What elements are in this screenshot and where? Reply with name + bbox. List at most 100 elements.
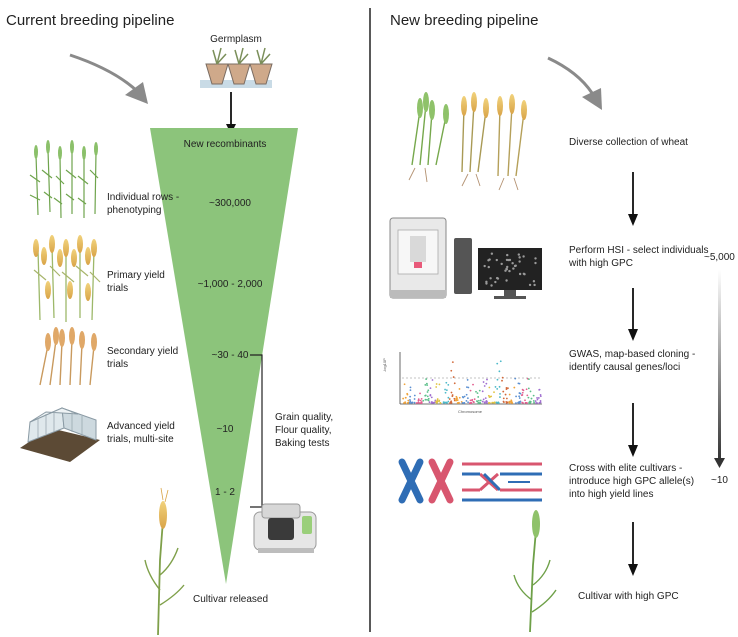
hsi-seed-dot	[518, 260, 521, 263]
manhattan-point	[470, 402, 473, 404]
secondary-trial-bundle-icon	[39, 327, 97, 386]
manhattan-point	[536, 397, 538, 399]
stage-label-individual-rows: Individual rows - phenotyping	[107, 192, 180, 216]
manhattan-point	[471, 399, 473, 402]
hsi-imager-icon	[389, 217, 542, 299]
cultivar-plant-icon	[144, 487, 185, 636]
hsi-seed-dot	[490, 252, 494, 255]
manhattan-point	[499, 392, 501, 395]
stage-count-final: 1 - 2	[214, 487, 235, 498]
manhattan-point	[496, 378, 499, 381]
hsi-seed-dot	[533, 283, 536, 287]
manhattan-point	[458, 396, 461, 399]
manhattan-point	[525, 388, 528, 391]
hsi-seed-dot	[500, 262, 503, 266]
manhattan-point	[519, 400, 522, 403]
manhattan-point	[487, 394, 490, 397]
manhattan-point	[518, 382, 521, 385]
hsi-seed-dot	[494, 280, 497, 284]
manhattan-point	[477, 402, 480, 404]
manhattan-point	[493, 401, 496, 404]
manhattan-point	[508, 402, 511, 404]
hsi-screen-dots	[483, 252, 537, 287]
manhattan-point	[486, 378, 488, 381]
manhattan-point	[502, 390, 505, 393]
manhattan-point	[524, 401, 527, 404]
manhattan-point	[442, 401, 445, 404]
hsi-seed-dot	[522, 272, 526, 275]
manhattan-point	[452, 376, 455, 378]
manhattan-point	[497, 402, 500, 404]
manhattan-point	[539, 395, 542, 398]
grain-analyzer-icon	[253, 503, 317, 553]
germplasm-tray-icon	[200, 47, 273, 88]
quality-tests-label: Grain quality, Flour quality, Baking tes…	[275, 412, 334, 449]
manhattan-point	[409, 386, 412, 389]
manhattan-point	[499, 396, 501, 398]
manhattan-point	[409, 389, 412, 392]
manhattan-point	[429, 394, 432, 396]
manhattan-point	[467, 401, 469, 404]
manhattan-point	[518, 395, 521, 398]
manhattan-point	[466, 379, 469, 381]
manhattan-point	[413, 394, 416, 397]
manhattan-xlabel: Chromosome	[457, 409, 482, 414]
manhattan-point	[533, 401, 535, 404]
greenhouse-icon	[20, 407, 100, 462]
manhattan-point	[532, 400, 535, 402]
hsi-seed-dot	[495, 258, 498, 262]
hsi-seed-dot	[511, 262, 514, 265]
manhattan-point	[534, 400, 537, 402]
manhattan-point	[409, 400, 412, 403]
wheat-rows-icon	[29, 149, 99, 219]
manhattan-point	[493, 391, 495, 394]
primary-trial-plants-icon	[33, 235, 101, 322]
manhattan-point	[438, 399, 441, 402]
step-hsi: Perform HSI - select individuals with hi…	[569, 245, 709, 269]
manhattan-point	[475, 390, 477, 393]
manhattan-point	[427, 389, 430, 392]
manhattan-point	[529, 400, 532, 403]
manhattan-point	[409, 398, 411, 401]
hsi-seed-dot	[532, 280, 536, 283]
manhattan-point	[453, 382, 456, 385]
manhattan-point	[518, 397, 521, 399]
manhattan-point	[427, 399, 430, 402]
manhattan-point	[514, 377, 517, 380]
manhattan-point	[426, 384, 429, 387]
step-cross: Cross with elite cultivars - introduce h…	[569, 463, 695, 500]
high-gpc-plant-icon	[513, 510, 557, 633]
step-arrows	[628, 172, 638, 576]
manhattan-point	[448, 398, 451, 400]
hsi-seed-dot	[489, 277, 492, 280]
manhattan-point	[499, 360, 502, 363]
manhattan-point	[413, 398, 416, 400]
manhattan-point	[538, 401, 541, 404]
new-recombinants-label: New recombinants	[183, 139, 267, 150]
manhattan-point	[488, 386, 491, 389]
manhattan-point	[427, 397, 430, 400]
manhattan-point	[495, 401, 498, 404]
hsi-seed-dot	[490, 284, 493, 287]
manhattan-point	[505, 397, 508, 400]
manhattan-point	[408, 401, 411, 404]
manhattan-point	[513, 386, 516, 389]
manhattan-point	[483, 385, 486, 387]
selection-gradient-arrow	[714, 270, 725, 468]
stage-label-primary: Primary yield trials	[107, 270, 165, 294]
manhattan-point	[447, 396, 450, 399]
manhattan-point	[527, 378, 530, 380]
manhattan-point	[477, 399, 480, 402]
hsi-seed-dot	[518, 272, 522, 276]
manhattan-point	[407, 399, 410, 402]
hsi-seed-dot	[518, 256, 521, 259]
manhattan-point	[524, 399, 526, 402]
manhattan-point	[537, 397, 540, 399]
manhattan-point	[472, 383, 474, 386]
manhattan-point	[426, 391, 429, 393]
manhattan-point	[406, 402, 409, 404]
manhattan-point	[465, 399, 468, 402]
hsi-seed-dot	[528, 283, 532, 287]
stage-count-individual-rows: ~300,000	[209, 198, 251, 209]
manhattan-point	[478, 389, 481, 392]
